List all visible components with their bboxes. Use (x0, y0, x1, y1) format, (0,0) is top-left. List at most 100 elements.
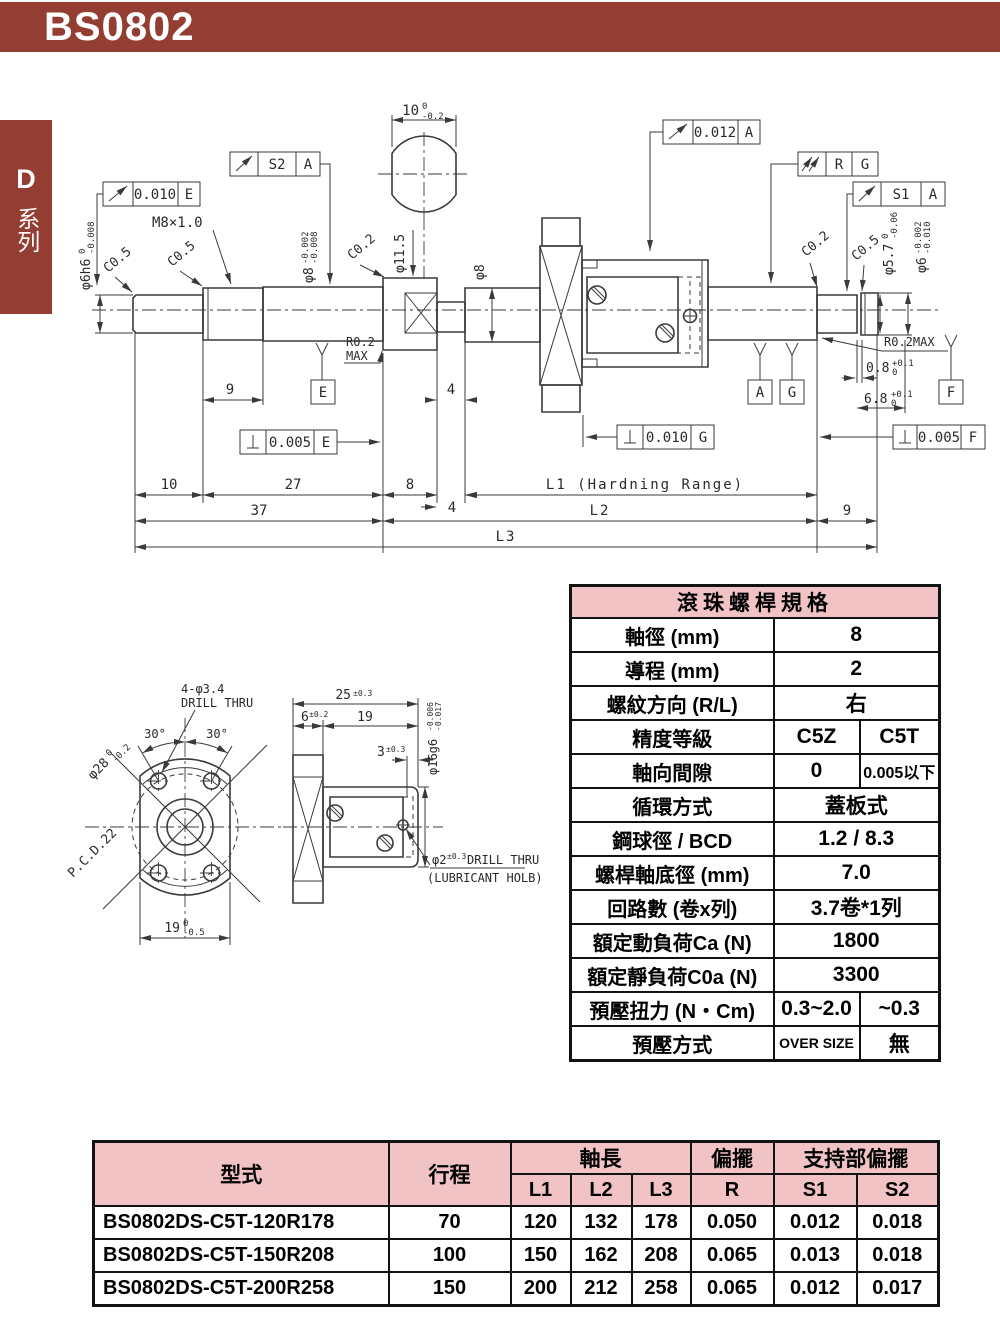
flag-runout-e-tol: 0.010 (134, 187, 176, 203)
label-thread: M8×1.0 (152, 215, 203, 231)
label-lube-tol: ±0.3 (447, 852, 466, 861)
dim-19-flange: 19 (164, 921, 180, 936)
dim-9-right: 9 (843, 503, 851, 519)
l3-value: 258 (630, 1271, 692, 1307)
series-label: 系列 (13, 207, 40, 253)
flag-rg-label: R (835, 157, 844, 173)
flag-perp-g-tol: 0.010 (646, 430, 688, 446)
series-letter: D (16, 164, 36, 194)
spec-value: 1.2 / 8.3 (772, 821, 941, 857)
s1-value: 0.012 (772, 1205, 858, 1240)
spec-value: 1800 (772, 923, 941, 959)
flag-s2-datum: A (304, 157, 313, 173)
spec-value-c5z: OVER SIZE (772, 1025, 861, 1062)
label-phi28: φ28 (85, 756, 112, 783)
col-l1: L1 (509, 1173, 572, 1207)
label-c05-a: C0.5 (101, 244, 135, 276)
spec-label: 導程 (mm) (569, 651, 775, 687)
label-phi28-tol-bot: -0.2 (111, 743, 133, 765)
col-l2: L2 (569, 1173, 633, 1207)
datum-f: F (947, 385, 955, 401)
dim-flats-tol-bot: -0.2 (422, 112, 444, 122)
datum-g: G (788, 385, 796, 401)
label-holes-line1: 4-φ3.4 (181, 682, 224, 696)
dim-flats: 10 (402, 103, 419, 119)
spec-value-c5z: 0 (772, 753, 861, 789)
gdt-flag-total-runout-rg: R G (768, 151, 879, 283)
model-name: BS0802DS-C5T-200R258 (92, 1271, 390, 1307)
dim-6-tol: ±0.2 (309, 710, 328, 719)
l1-value: 120 (509, 1205, 572, 1240)
l3-value: 178 (630, 1205, 692, 1240)
dim-25: 25 (335, 688, 351, 703)
spec-value: 3.7卷*1列 (772, 889, 941, 925)
series-tab: D 系列 (0, 120, 52, 314)
spec-value: 蓋板式 (772, 787, 941, 823)
label-pcd: P.C.D.22 (65, 826, 120, 881)
col-shaft-length: 軸長 (509, 1140, 692, 1175)
r-value: 0.050 (689, 1205, 775, 1240)
dimension-lines: 9 4 10 27 8 4 L1 (Hardning Range) 37 L2 … (134, 332, 878, 553)
model-header-row: 型式 行程 軸長 偏擺 支持部偏擺 (92, 1140, 940, 1207)
label-phi57-tol-bot: -0.06 (890, 212, 900, 239)
dim-4-upper: 4 (447, 382, 455, 398)
dim-25-tol: ±0.3 (353, 689, 372, 698)
spec-row: 循環方式蓋板式 (569, 787, 941, 823)
label-holes-line2: DRILL THRU (181, 696, 253, 710)
dim-68-tol-bot: 0 (891, 399, 896, 409)
gdt-flag-perp-f: 0.005 F (820, 424, 986, 450)
stroke-value: 100 (387, 1238, 512, 1273)
r-value: 0.065 (689, 1271, 775, 1307)
main-drawing: 10 0 -0.2 0.010 E S2 A 0.012 A (78, 102, 986, 553)
label-lube-line2: (LUBRICANT HOLB) (427, 871, 543, 885)
flag-runout-a-tol: 0.012 (694, 125, 736, 141)
spec-value: 7.0 (772, 855, 941, 891)
spec-row: 回路數 (卷x列)3.7卷*1列 (569, 889, 941, 925)
flag-perp-e-datum: E (322, 435, 330, 451)
label-phi57: φ5.7 (882, 244, 897, 275)
spec-title-row: 滾珠螺桿規格 (569, 584, 941, 619)
spec-label: 軸向間隙 (569, 753, 775, 789)
label-phi115: φ11.5 (393, 234, 408, 273)
label-phi8-tol-bot: -0.008 (310, 231, 320, 264)
stroke-value: 70 (387, 1205, 512, 1240)
s1-value: 0.013 (772, 1238, 858, 1273)
datum-symbols: E A G F (310, 334, 964, 405)
label-phi16: φ16g6 (426, 739, 440, 775)
spec-row: 螺桿軸底徑 (mm)7.0 (569, 855, 941, 891)
gdt-flag-s2: S2 A (229, 151, 333, 284)
label-phi8-tol: φ8 (302, 267, 317, 283)
l1-value: 150 (509, 1238, 572, 1273)
s2-value: 0.018 (855, 1205, 940, 1240)
flag-rg-datum: G (861, 157, 869, 173)
l2-value: 132 (569, 1205, 633, 1240)
spec-value: 2 (772, 651, 941, 687)
l3-value: 208 (630, 1238, 692, 1273)
dim-68: 6.8 (864, 392, 887, 407)
dim-3: 3 (377, 745, 385, 760)
s2-value: 0.018 (855, 1238, 940, 1273)
col-s2: S2 (855, 1173, 940, 1207)
flag-runout-e-datum: E (185, 187, 193, 203)
gdt-flag-perp-e: 0.005 E (239, 429, 380, 455)
label-r02-line2: MAX (346, 349, 368, 363)
gdt-flag-s1: S1 A (844, 181, 946, 291)
spec-label: 預壓方式 (569, 1025, 775, 1062)
col-r: R (689, 1173, 775, 1207)
dim-27: 27 (285, 477, 302, 493)
spec-table-title: 滾珠螺桿規格 (569, 584, 941, 619)
spec-value-c5z: C5Z (772, 719, 861, 755)
spec-row: 額定動負荷Ca (N)1800 (569, 923, 941, 959)
spec-value-c5t: 無 (858, 1025, 941, 1062)
page-header: BS0802 (0, 2, 1000, 52)
label-phi6: φ6 (915, 257, 930, 273)
dim-angle-right: 30° (206, 727, 228, 741)
model-table: 型式 行程 軸長 偏擺 支持部偏擺 L1 L2 L3 R S1 S2 BS080… (92, 1140, 941, 1307)
label-phi16-tol-top: -0.006 (426, 702, 435, 731)
chamfer-labels: C0.5 C0.5 C0.2 C0.2 C0.5 M8×1.0 (101, 215, 883, 293)
label-phi6h6: φ6h6 (79, 259, 94, 290)
label-lube-drill: DRILL THRU (467, 853, 539, 867)
dim-10: 10 (161, 477, 178, 493)
